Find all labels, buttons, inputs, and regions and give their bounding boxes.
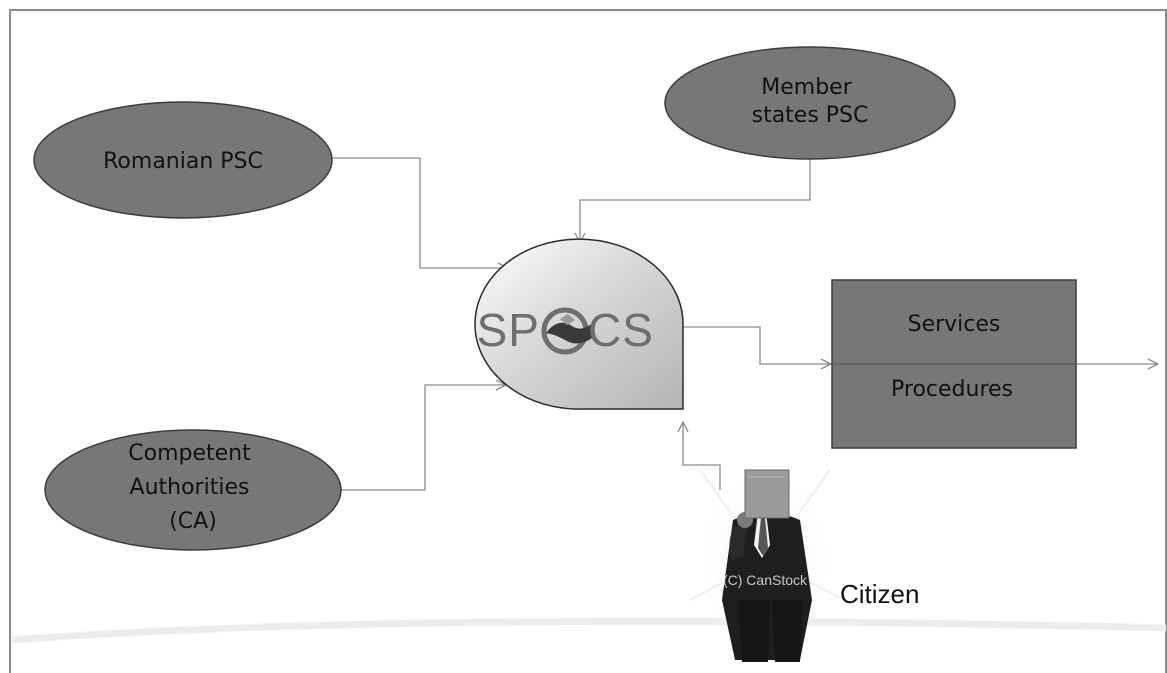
connector-citizen — [683, 422, 721, 490]
spcs-logo-emblem-icon — [541, 307, 595, 355]
frame-border — [9, 9, 1167, 673]
connector-spcs-to-services — [683, 326, 831, 364]
procedures-label: Procedures — [891, 377, 1013, 402]
citizen-label: Citizen — [840, 579, 919, 609]
member-states-psc-line-1: Member — [761, 75, 852, 100]
node-spcs: SP CS — [474, 238, 684, 410]
competent-authorities-line-3: (CA) — [169, 509, 217, 534]
member-states-psc-line-2: states PSC — [752, 103, 869, 128]
citizen-figure-icon — [689, 465, 846, 662]
competent-authorities-line-1: Competent — [128, 441, 251, 466]
spcs-teardrop — [474, 238, 684, 410]
competent-authorities-line-2: Authorities — [130, 475, 250, 500]
competent-authorities-label: Competent Authorities (CA) — [128, 441, 257, 534]
node-services-procedures: Services Procedures — [831, 279, 1077, 449]
node-romanian-psc: Romanian PSC — [33, 101, 333, 219]
connector-romanian-psc — [333, 157, 508, 268]
member-states-psc-label: Member states PSC — [752, 75, 869, 128]
node-member-states-psc: Member states PSC — [664, 46, 956, 160]
background-swoosh — [11, 617, 1167, 644]
connector-competent-authorities — [340, 385, 506, 491]
services-label: Services — [908, 312, 1001, 337]
node-competent-authorities: Competent Authorities (CA) — [44, 429, 342, 551]
spcs-logo-text-left: SP — [477, 304, 540, 356]
romanian-psc-label: Romanian PSC — [103, 149, 263, 174]
canstock-watermark: (C) CanStock — [723, 572, 808, 588]
spcs-logo-text-right: CS — [588, 304, 654, 356]
connector-member-states-psc — [580, 155, 811, 243]
